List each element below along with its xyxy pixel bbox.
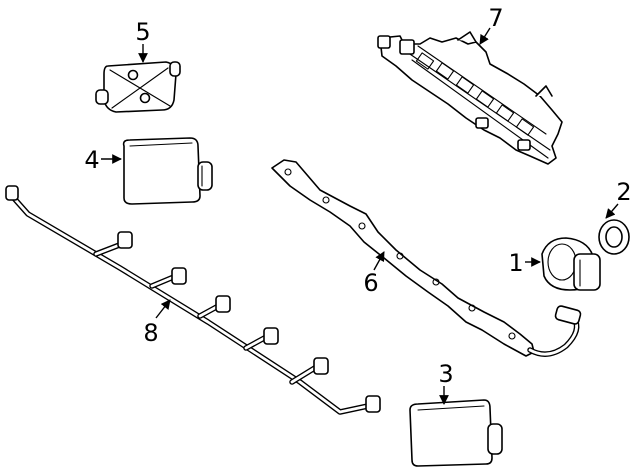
callout-7: 7 [479,4,504,45]
callout-label-8: 8 [143,319,158,347]
callout-label-1: 1 [508,249,523,277]
part-6-sensor-wiring [271,159,582,357]
part-3-control-module [409,399,503,467]
callout-label-6: 6 [363,269,378,297]
part-2-retaining-ring [598,219,630,255]
callout-label-3: 3 [438,360,453,388]
callout-3: 3 [438,360,454,405]
callout-label-5: 5 [135,18,150,46]
callout-label-2: 2 [616,178,631,206]
callout-8: 8 [143,299,171,347]
part-5-sensor-bracket [95,61,181,113]
callout-4: 4 [84,146,122,174]
part-1-park-sensor [541,237,601,291]
callout-5: 5 [135,18,151,63]
callout-1: 1 [508,249,541,277]
callout-label-7: 7 [488,4,503,32]
part-4-control-module [122,137,213,205]
part-8-wiring-harness [5,185,381,415]
callout-2: 2 [605,178,632,219]
callout-label-4: 4 [84,146,99,174]
callout-6: 6 [363,251,385,297]
part-7-harness-tray [377,31,563,165]
